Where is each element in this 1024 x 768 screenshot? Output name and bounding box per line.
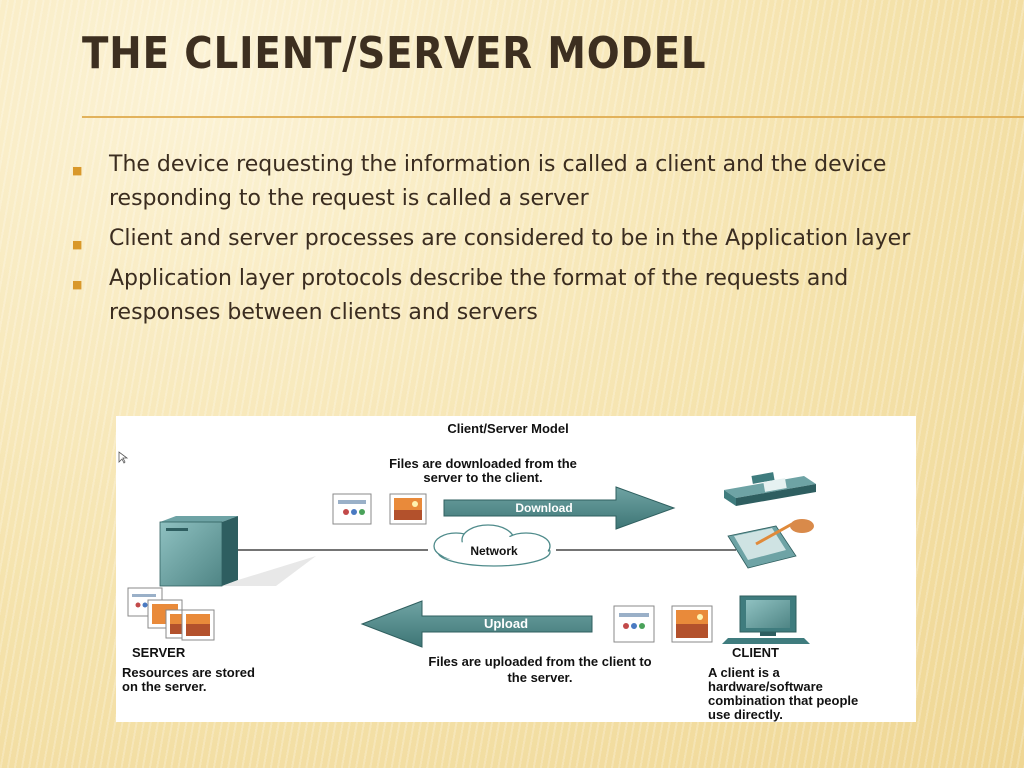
- server-caption-line2: on the server.: [122, 679, 207, 694]
- square-bullet-icon: ■: [72, 238, 83, 251]
- server-caption-line1: Resources are stored: [122, 665, 255, 680]
- server-label: SERVER: [132, 645, 186, 660]
- upload-arrow: [360, 600, 593, 648]
- upload-caption-line2: the server.: [507, 670, 572, 685]
- client-caption-line2: hardware/software: [708, 679, 823, 694]
- pda-icon: [727, 519, 814, 569]
- bullet-list: ■ The device requesting the information …: [70, 148, 930, 336]
- title-divider: [82, 116, 1024, 118]
- network-label: Network: [470, 544, 518, 558]
- bullet-item: ■ Application layer protocols describe t…: [70, 262, 930, 330]
- client-caption-line1: A client is a: [708, 665, 781, 680]
- image-file-icon: [671, 605, 713, 643]
- image-file-icon: [389, 493, 427, 525]
- upload-label: Upload: [484, 616, 528, 631]
- square-bullet-icon: ■: [72, 164, 83, 177]
- document-icon: [332, 493, 372, 525]
- slide-title: THE CLIENT/SERVER MODEL: [82, 28, 707, 79]
- phone-icon: [724, 472, 816, 506]
- client-caption-line3: combination that people: [708, 693, 858, 708]
- cursor-icon: [118, 451, 129, 464]
- server-icon: [159, 516, 316, 587]
- client-label: CLIENT: [732, 645, 779, 660]
- bullet-text: Client and server processes are consider…: [109, 226, 911, 251]
- square-bullet-icon: ■: [72, 278, 83, 291]
- upload-caption-line1: Files are uploaded from the client to: [428, 654, 651, 669]
- bullet-item: ■ The device requesting the information …: [70, 148, 930, 216]
- diagram-title: Client/Server Model: [447, 421, 568, 436]
- server-files-icon: [127, 587, 215, 641]
- download-caption-line2: server to the client.: [423, 470, 542, 485]
- document-icon: [613, 605, 655, 643]
- client-caption-line4: use directly.: [708, 707, 783, 722]
- download-label: Download: [515, 501, 572, 515]
- client-server-diagram: Client/Server Model Files are downloaded…: [116, 416, 916, 722]
- desktop-computer-icon: [722, 595, 810, 644]
- bullet-text: The device requesting the information is…: [109, 152, 887, 211]
- bullet-item: ■ Client and server processes are consid…: [70, 222, 930, 256]
- download-caption-line1: Files are downloaded from the: [389, 456, 577, 471]
- download-arrow: [443, 486, 676, 530]
- bullet-text: Application layer protocols describe the…: [109, 266, 849, 325]
- network-cloud-icon: [433, 524, 551, 567]
